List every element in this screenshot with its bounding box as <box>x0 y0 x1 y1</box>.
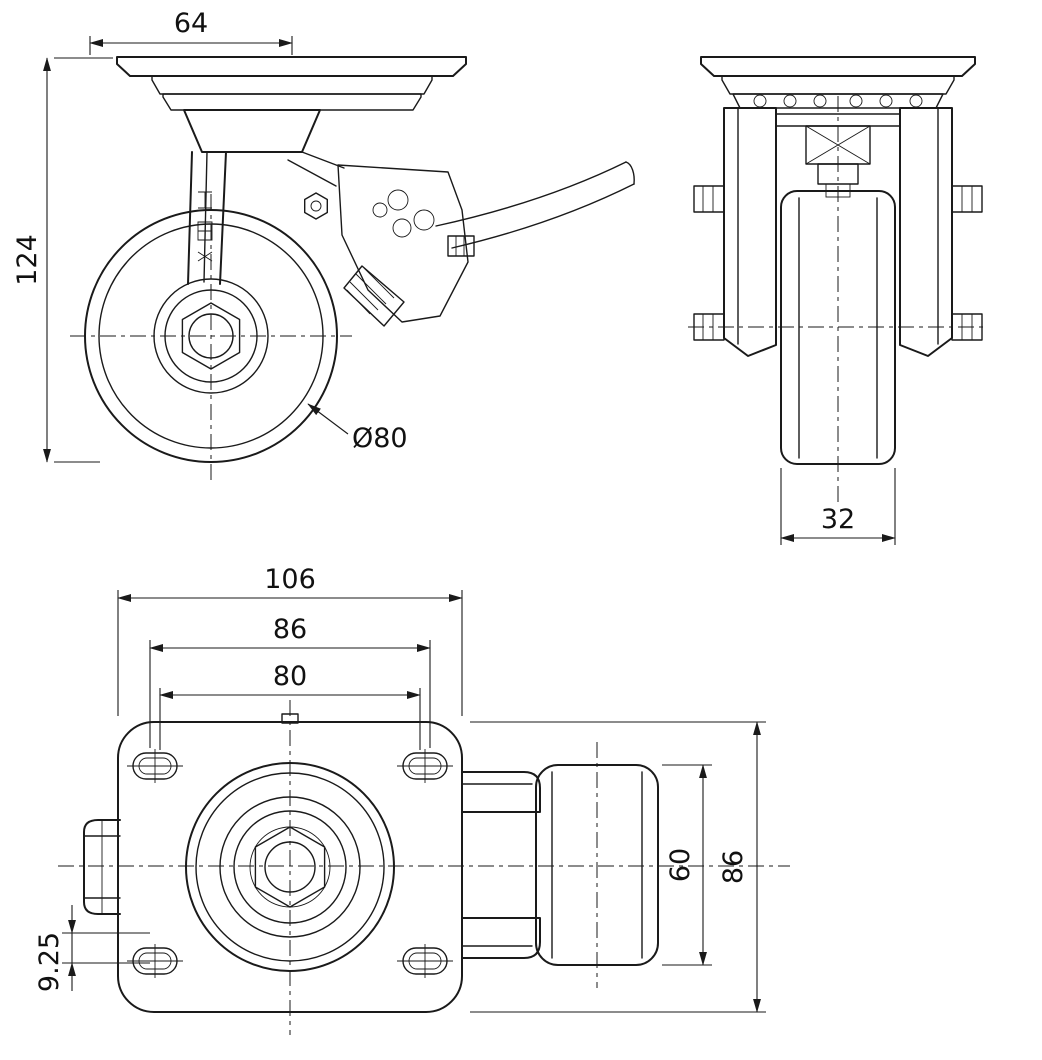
dim-label-64: 64 <box>174 8 208 39</box>
brake-housing <box>337 164 469 323</box>
front-centerlines <box>70 194 352 480</box>
wheel-inner-rim <box>98 223 324 449</box>
front-swivel-fork <box>183 109 345 285</box>
front-view: 64 124 Ø80 <box>12 8 635 480</box>
dim-slot-offset: 9.25 <box>34 905 150 992</box>
kingpin-bore <box>264 841 316 893</box>
plate-top-tab <box>281 713 299 724</box>
plan-bolt-slots <box>127 749 453 978</box>
plan-centerlines <box>58 700 790 1035</box>
fork-leg-left <box>723 107 777 357</box>
front-wheel <box>84 209 338 463</box>
dim-side-wheel-width: 32 <box>780 468 896 545</box>
dim-label-dia80: Ø80 <box>352 423 408 454</box>
bolt-right-upper <box>951 185 983 213</box>
bolt-right-lower <box>951 313 983 341</box>
dim-label-86-depth: 86 <box>718 850 749 884</box>
dim-wheel-span: 60 <box>662 764 712 966</box>
axle-hex-nut <box>181 302 241 370</box>
kingpin-hex <box>254 826 326 908</box>
dim-label-60: 60 <box>665 848 696 882</box>
axle-bore <box>188 313 234 359</box>
brand-logo-mark <box>197 191 213 262</box>
dim-label-124: 124 <box>12 234 43 286</box>
plan-mounting-plate <box>117 713 463 1013</box>
plan-swivel-raceway <box>185 762 395 972</box>
bolt-left-lower <box>693 313 725 341</box>
hub-inner <box>164 289 258 383</box>
side-swivel-kingpin <box>775 113 901 198</box>
side-nut <box>447 235 475 257</box>
plan-fork-arms <box>461 771 541 959</box>
dim-plate-length: 106 <box>117 564 463 716</box>
bolt-slot-bottom-left <box>127 944 183 978</box>
front-top-plate <box>116 56 467 111</box>
fork-arm-bottom <box>461 917 541 959</box>
side-centerlines <box>688 96 988 505</box>
bolt-left-upper <box>693 185 725 213</box>
wheel-outer-rim <box>84 209 338 463</box>
dim-label-86: 86 <box>273 614 307 645</box>
dim-bolt-spacing-min: 80 <box>159 661 421 750</box>
plate-outline <box>117 721 463 1013</box>
plan-view: 106 86 80 9.25 <box>34 564 790 1035</box>
dim-plate-depth: 86 <box>470 721 766 1013</box>
side-view: 32 <box>688 56 988 545</box>
plan-brake-block <box>83 819 121 915</box>
dim-label-106: 106 <box>264 564 316 595</box>
bolt-slot-top-right <box>397 749 453 783</box>
front-brake-assembly <box>304 161 635 327</box>
side-axle-bolts <box>693 185 983 341</box>
side-fork-legs <box>723 107 953 357</box>
brake-pad <box>343 265 405 327</box>
dim-front-top-width: 64 <box>89 8 293 55</box>
bolt-slot-bottom-right <box>397 944 453 978</box>
brake-lever <box>435 161 635 249</box>
dim-front-height: 124 <box>12 57 113 463</box>
pivot-hex-bolt <box>304 192 328 220</box>
fork-arm-top <box>461 771 541 813</box>
plan-wheel <box>535 764 659 966</box>
dim-label-32: 32 <box>821 504 855 535</box>
bolt-slot-top-left <box>127 749 183 783</box>
dim-bolt-spacing-max: 86 <box>149 614 431 748</box>
side-wheel <box>780 190 896 465</box>
dim-label-80: 80 <box>273 661 307 692</box>
fork-leg-right <box>899 107 953 357</box>
wheel-plan-outline <box>535 764 659 966</box>
wheel-tread-profile <box>780 190 896 465</box>
hub-outer <box>153 278 269 394</box>
leader-line <box>307 403 349 435</box>
label-wheel-diameter: Ø80 <box>307 403 408 454</box>
dim-label-9-25: 9.25 <box>34 932 65 992</box>
